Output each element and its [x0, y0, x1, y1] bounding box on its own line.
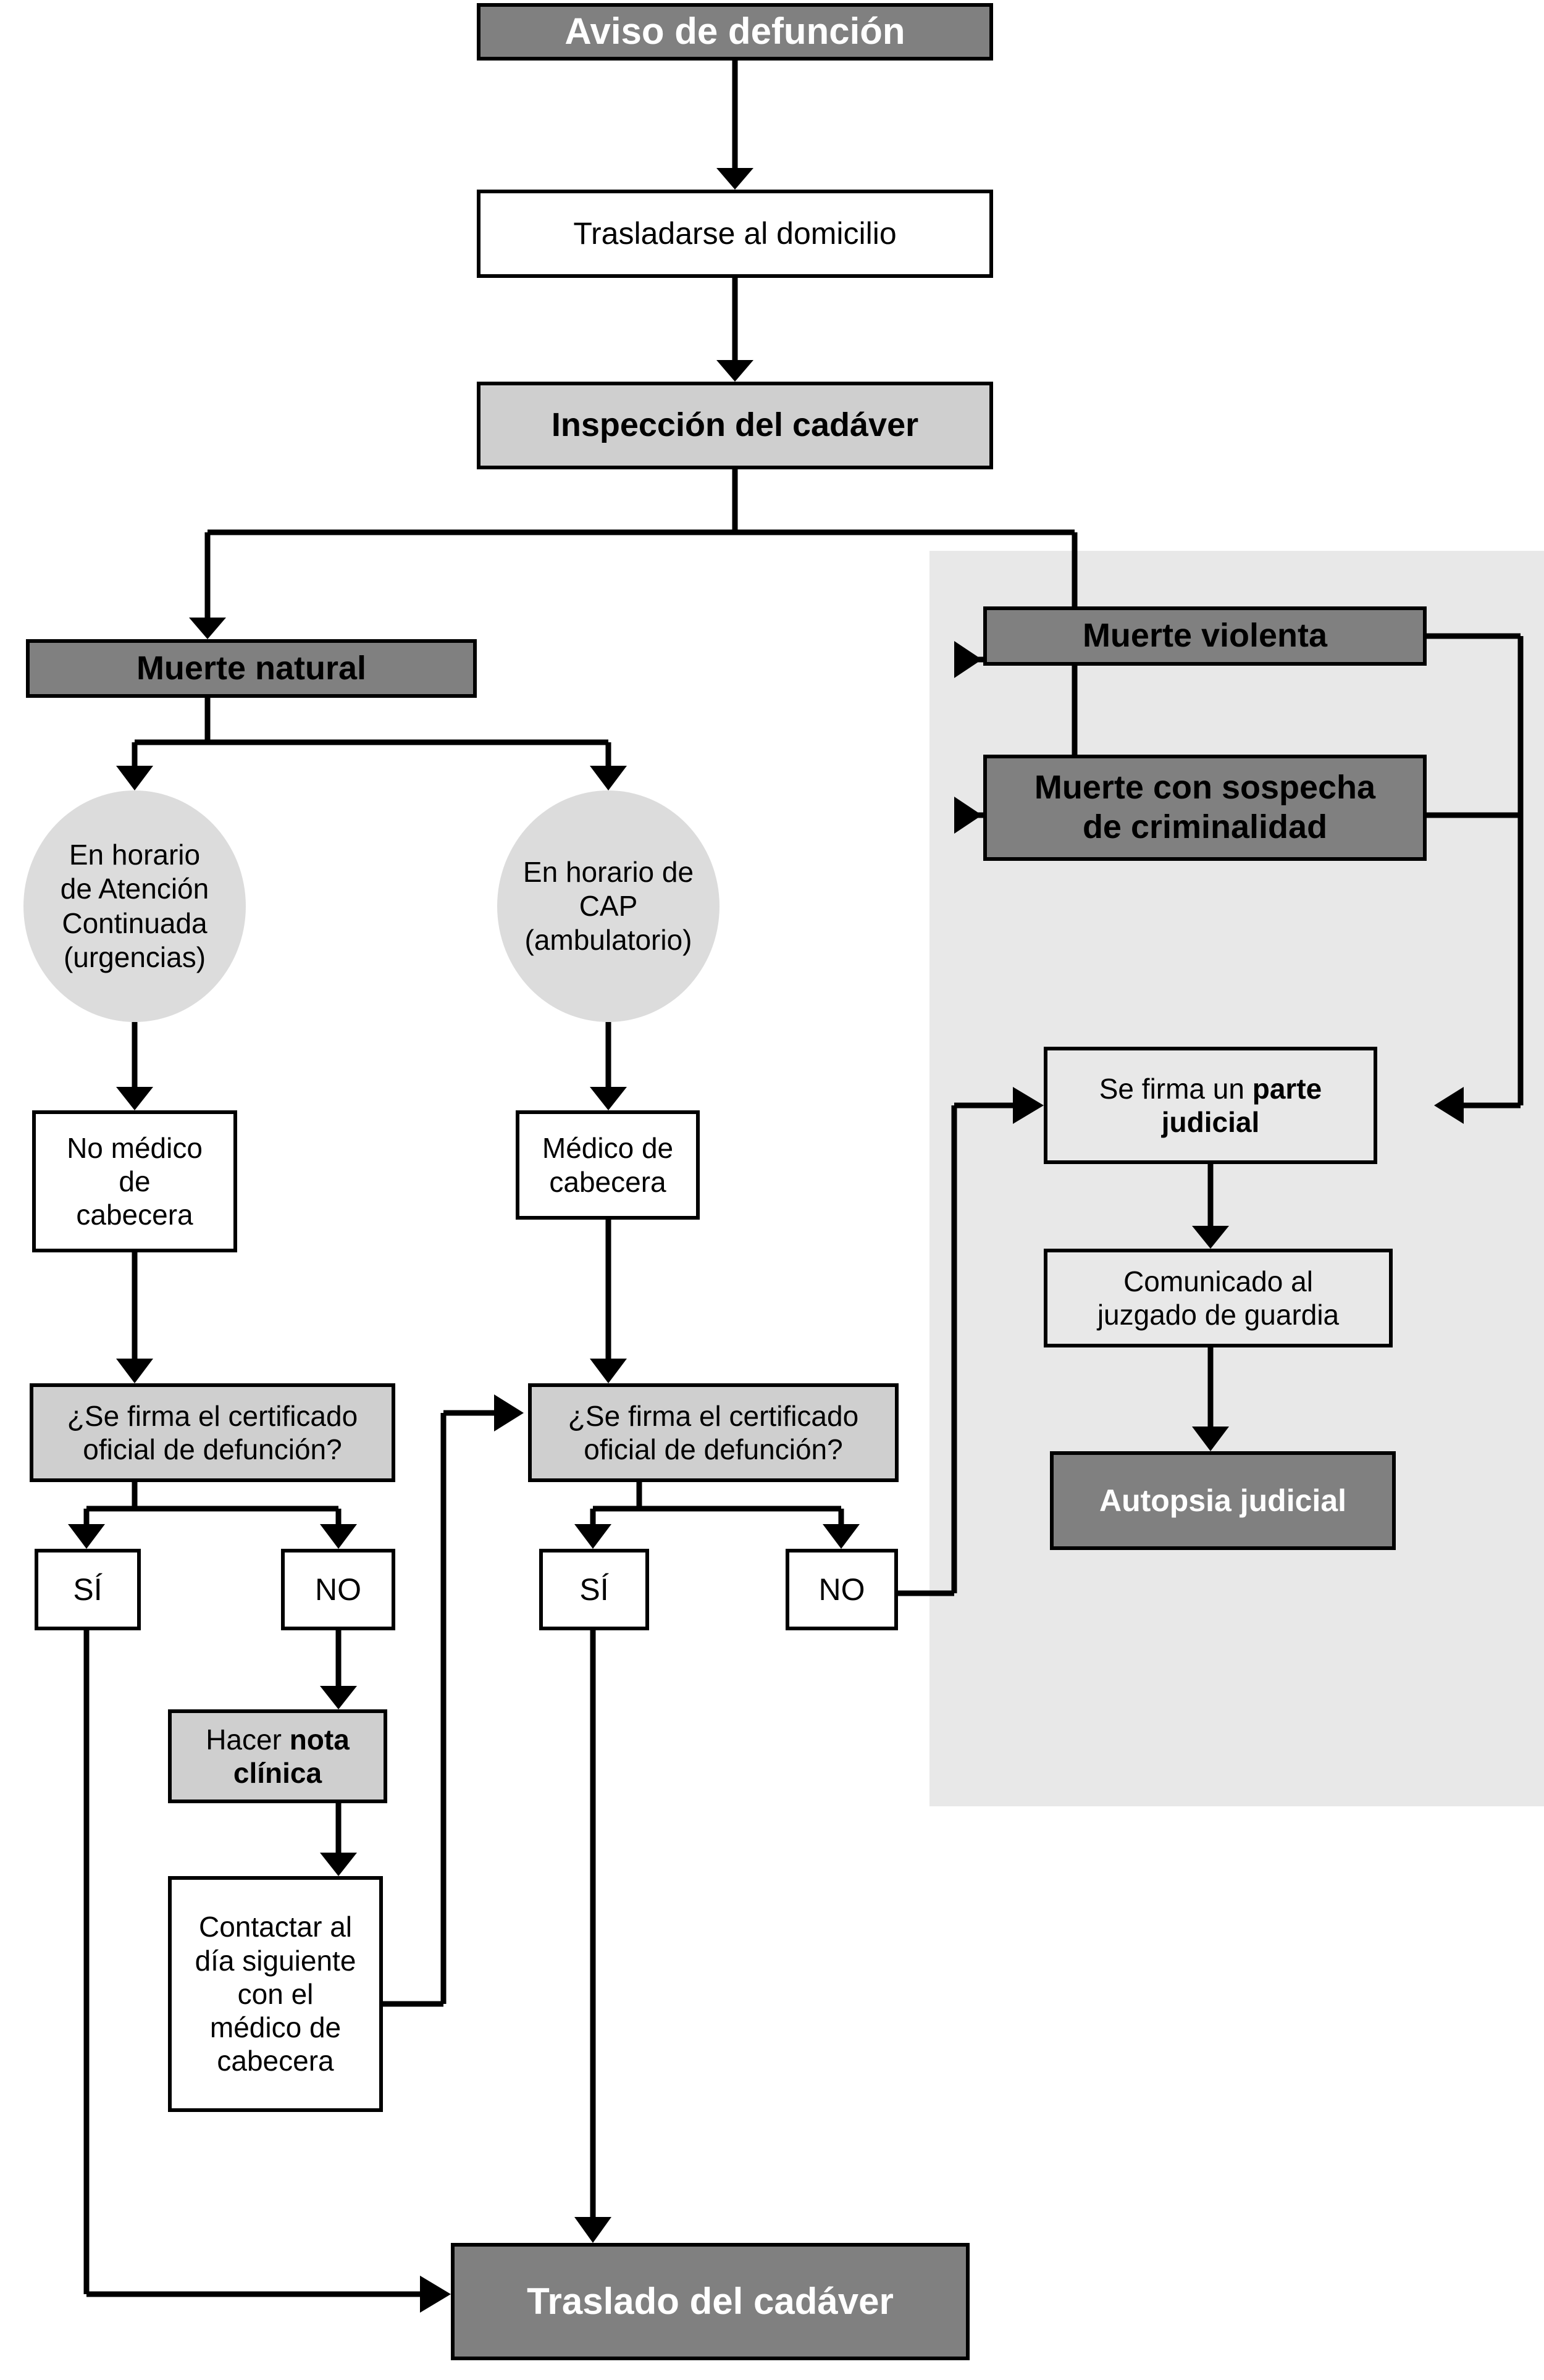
line-4: (urgencias) [63, 941, 206, 973]
node-aviso-defuncion[interactable]: Aviso de defunción [477, 3, 993, 61]
line-1: En horario de [522, 855, 694, 888]
node-horario-atencion-continuada-label: En horario de Atención Continuada (urgen… [23, 838, 246, 974]
line-2: cabecera [549, 1165, 666, 1198]
line-1-bold: nota [289, 1723, 350, 1756]
line-2: juzgado de guardia [1097, 1299, 1340, 1331]
node-traslado-cadaver[interactable]: Traslado del cadáver [451, 2243, 970, 2360]
node-inspeccion-cadaver-label: Inspección del cadáver [551, 406, 919, 444]
node-si-derecha[interactable]: SÍ [539, 1549, 649, 1630]
line-1: Muerte con sospecha [1034, 769, 1376, 807]
node-comunicado-juzgado-guardia[interactable]: Comunicado al juzgado de guardia [1044, 1249, 1393, 1347]
node-no-medico-cabecera[interactable]: No médico de cabecera [32, 1110, 237, 1252]
node-trasladarse-domicilio[interactable]: Trasladarse al domicilio [477, 190, 993, 278]
line-3: con el [237, 1977, 314, 2010]
node-si-derecha-label: SÍ [579, 1572, 609, 1607]
node-inspeccion-cadaver[interactable]: Inspección del cadáver [477, 382, 993, 469]
node-contactar-dia-siguiente-label: Contactar al día siguiente con el médico… [172, 1910, 379, 2077]
line-5: cabecera [217, 2045, 334, 2077]
node-horario-cap-ambulatorio-label: En horario de CAP (ambulatorio) [497, 855, 720, 958]
line-1: Contactar al [198, 1911, 352, 1943]
node-si-izquierda-label: SÍ [73, 1572, 103, 1607]
node-hacer-nota-clinica-label: Hacer nota clínica [172, 1723, 384, 1790]
line-2-bold: clínica [233, 1757, 322, 1789]
line-3: cabecera [76, 1199, 193, 1231]
node-comunicado-juzgado-guardia-label: Comunicado al juzgado de guardia [1047, 1265, 1389, 1332]
node-parte-judicial-label: Se firma un parte judicial [1047, 1072, 1374, 1139]
node-muerte-violenta[interactable]: Muerte violenta [983, 606, 1427, 666]
node-contactar-dia-siguiente[interactable]: Contactar al día siguiente con el médico… [168, 1876, 383, 2112]
line-2: oficial de defunción? [83, 1433, 342, 1465]
node-decision-certificado-derecha-label: ¿Se firma el certificado oficial de defu… [532, 1399, 895, 1467]
node-hacer-nota-clinica[interactable]: Hacer nota clínica [168, 1709, 387, 1803]
line-1-prefix: Se firma un [1099, 1072, 1252, 1105]
node-decision-certificado-derecha[interactable]: ¿Se firma el certificado oficial de defu… [528, 1383, 899, 1482]
line-2-bold: judicial [1161, 1106, 1260, 1138]
line-1-prefix: Hacer [206, 1723, 290, 1756]
node-medico-cabecera-label: Médico de cabecera [519, 1131, 696, 1199]
line-4: médico de [209, 2011, 342, 2044]
node-no-izquierda[interactable]: NO [281, 1549, 395, 1630]
node-muerte-sospecha-criminalidad-label: Muerte con sospecha de criminalidad [987, 768, 1423, 847]
line-1: En horario [69, 839, 201, 871]
node-parte-judicial[interactable]: Se firma un parte judicial [1044, 1047, 1377, 1164]
node-autopsia-judicial[interactable]: Autopsia judicial [1050, 1451, 1396, 1550]
line-2: de criminalidad [1082, 808, 1328, 845]
node-no-derecha-label: NO [818, 1572, 865, 1607]
judicial-panel-background [929, 551, 1544, 1806]
line-3: (ambulatorio) [524, 924, 692, 957]
node-traslado-cadaver-label: Traslado del cadáver [527, 2280, 894, 2322]
node-trasladarse-domicilio-label: Trasladarse al domicilio [573, 216, 897, 251]
line-3: Continuada [62, 907, 208, 939]
line-1: ¿Se firma el certificado [67, 1399, 358, 1432]
line-1: ¿Se firma el certificado [568, 1399, 859, 1432]
line-2: de [119, 1165, 151, 1197]
line-1-bold: parte [1252, 1072, 1322, 1105]
node-no-medico-cabecera-label: No médico de cabecera [36, 1131, 233, 1232]
node-no-izquierda-label: NO [315, 1572, 361, 1607]
line-1: Comunicado al [1123, 1265, 1313, 1297]
node-muerte-violenta-label: Muerte violenta [1082, 617, 1328, 655]
node-decision-certificado-izquierda[interactable]: ¿Se firma el certificado oficial de defu… [30, 1383, 395, 1482]
line-2: día siguiente [195, 1944, 356, 1977]
line-1: Médico de [542, 1132, 674, 1165]
node-autopsia-judicial-label: Autopsia judicial [1099, 1483, 1347, 1518]
line-2: de Atención [60, 873, 209, 905]
node-muerte-sospecha-criminalidad[interactable]: Muerte con sospecha de criminalidad [983, 755, 1427, 861]
node-medico-cabecera[interactable]: Médico de cabecera [516, 1110, 700, 1220]
node-aviso-defuncion-label: Aviso de defunción [564, 10, 905, 52]
node-muerte-natural-label: Muerte natural [136, 649, 367, 687]
node-no-derecha[interactable]: NO [786, 1549, 898, 1630]
node-decision-certificado-izquierda-label: ¿Se firma el certificado oficial de defu… [33, 1399, 392, 1467]
node-horario-atencion-continuada[interactable]: En horario de Atención Continuada (urgen… [23, 790, 246, 1022]
line-1: No médico [67, 1131, 203, 1164]
line-2: oficial de defunción? [584, 1433, 843, 1465]
node-si-izquierda[interactable]: SÍ [35, 1549, 141, 1630]
node-muerte-natural[interactable]: Muerte natural [26, 639, 477, 698]
line-2: CAP [579, 889, 638, 922]
node-horario-cap-ambulatorio[interactable]: En horario de CAP (ambulatorio) [497, 790, 720, 1022]
